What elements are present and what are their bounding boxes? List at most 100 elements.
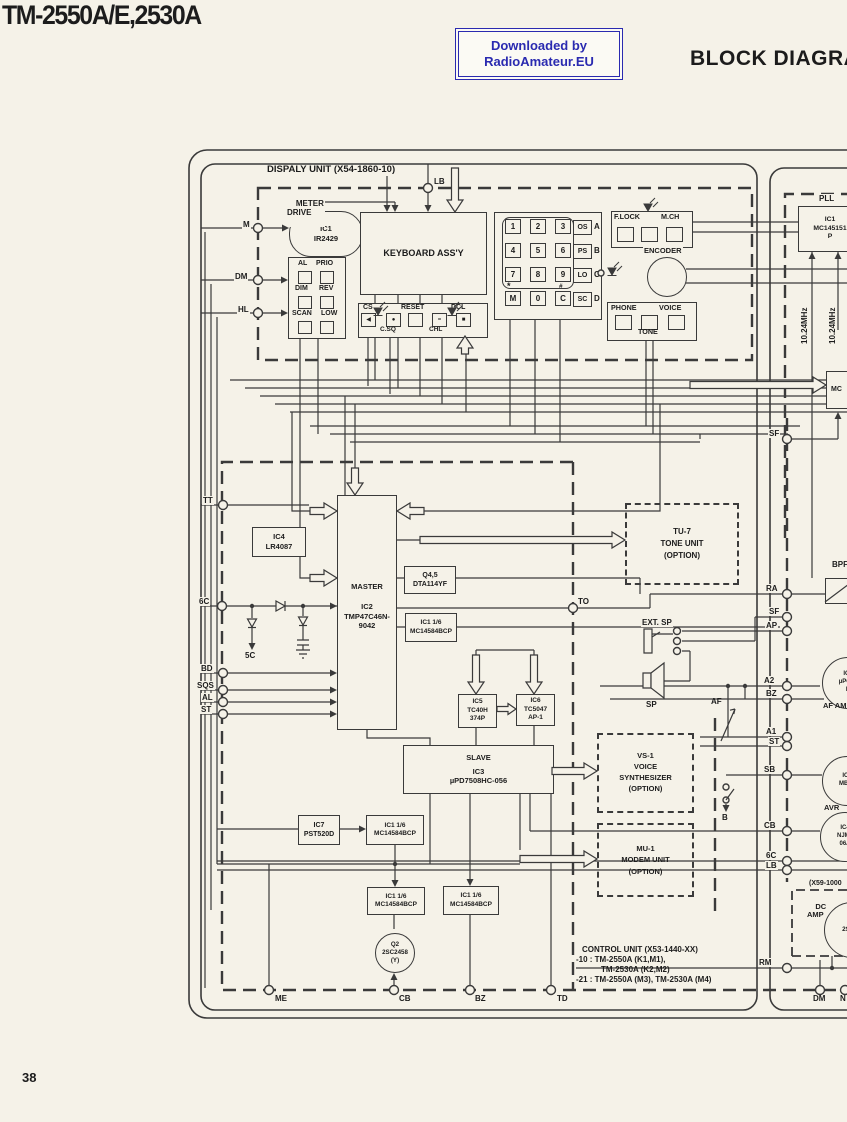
btn-dcl-label: DCL (451, 304, 466, 311)
watermark-line2: RadioAmateur.EU (484, 54, 594, 69)
pin-lb: LB (433, 177, 446, 187)
key-3[interactable]: 3 (555, 219, 571, 234)
pin-me: ME (274, 994, 288, 1004)
pin-lb-r: LB (765, 861, 778, 871)
key-0[interactable]: 0 (530, 291, 546, 306)
btn-cs-label: CS (363, 304, 373, 311)
pin-bz: BZ (474, 994, 487, 1004)
btn-reset-label: RESET (401, 304, 425, 311)
af-amp-label: AF AMP (823, 701, 847, 710)
fn-box-scan (288, 257, 346, 339)
keypad-row-c: C (594, 270, 600, 279)
btn-dim[interactable] (298, 296, 312, 309)
pin-6c-r: 6C (765, 851, 778, 861)
page-number: 38 (22, 1070, 37, 1085)
btn-dcl[interactable]: ■ (456, 313, 471, 327)
key-9[interactable]: 9 (555, 267, 571, 282)
btn-low-label: LOW (321, 310, 338, 317)
pin-sb: SB (763, 765, 777, 775)
btn-voice-label: VOICE (659, 303, 682, 312)
key-star-label: * (507, 281, 511, 291)
btn-scan[interactable] (298, 321, 312, 334)
btn-voice[interactable] (668, 315, 685, 330)
key-ps[interactable]: PS (573, 244, 592, 259)
af-pot-label: AF (711, 697, 722, 706)
key-4[interactable]: 4 (505, 243, 521, 258)
key-m[interactable]: M (505, 291, 521, 306)
btn-phone[interactable] (615, 315, 632, 330)
pin-al: AL (201, 693, 214, 703)
xtal2-label: 10.24MHz (828, 307, 837, 344)
btn-chl[interactable]: = (432, 313, 447, 327)
btn-prio[interactable] (320, 271, 334, 284)
sp-label: SP (646, 700, 657, 709)
btn-rev-label: REV (319, 285, 334, 292)
pin-hl: HL (237, 305, 250, 315)
page-title: TM-2550A/E,2530A (2, 0, 202, 30)
btn-mch-label: M.CH (661, 212, 680, 221)
bpf-label: BPF (832, 560, 847, 569)
control-unit-title: CONTROL UNIT (X53-1440-XX) (582, 945, 698, 954)
pin-to: TO (577, 597, 590, 607)
pin-dm: DM (234, 272, 249, 282)
key-2[interactable]: 2 (530, 219, 546, 234)
pin-a1: A1 (765, 727, 778, 737)
encoder-knob[interactable] (647, 257, 687, 297)
bpf-box (825, 578, 847, 604)
btn-dim-label: DIM (295, 285, 308, 292)
btn-mch-led[interactable] (641, 227, 658, 242)
pin-ap: AP (765, 621, 779, 631)
pin-cb-r: CB (763, 821, 777, 831)
pin-tt: TT (202, 496, 214, 506)
key-6[interactable]: 6 (555, 243, 571, 258)
ext-sp-label: EXT. SP (641, 618, 673, 628)
control-unit-note-10: -10 : TM-2550A (K1,M1), (576, 955, 666, 964)
pin-sf-top: SF (768, 429, 781, 439)
master-cpu-box: MASTER IC2 TMP47C46N- 9042 (337, 495, 397, 730)
btn-mch[interactable] (666, 227, 683, 242)
key-os[interactable]: OS (573, 220, 592, 235)
label-5c: 5C (245, 651, 256, 660)
pin-bd: BD (200, 664, 214, 674)
keypad-row-a: A (594, 222, 600, 231)
keypad-row-d: D (594, 294, 600, 303)
key-sc[interactable]: SC (573, 292, 592, 307)
btn-rev[interactable] (320, 296, 334, 309)
slave-cpu-box: SLAVE IC3 µPD7508HC-056 (403, 745, 554, 794)
display-unit-title: DISPALY UNIT (X54-1860-10) (266, 164, 397, 176)
btn-prio-label: PRIO (316, 260, 334, 267)
keyboard-assy-box: KEYBOARD ASS'Y (360, 212, 487, 295)
btn-al-label: AL (298, 260, 308, 267)
diagram-heading: BLOCK DIAGRAM (690, 47, 847, 70)
btn-low[interactable] (320, 321, 334, 334)
key-5[interactable]: 5 (530, 243, 546, 258)
btn-cs[interactable]: ◀ (361, 313, 376, 327)
pin-dm-r: DM (812, 994, 827, 1004)
btn-al[interactable] (298, 271, 312, 284)
key-c[interactable]: C (555, 291, 571, 306)
key-7[interactable]: 7 (505, 267, 521, 282)
key-1[interactable]: 1 (505, 219, 521, 234)
btn-flock[interactable] (617, 227, 634, 242)
btn-tone-label: TONE (638, 327, 658, 336)
control-unit-note-10b: TM-2530A (K2,M2) (601, 965, 670, 974)
btn-reset[interactable] (408, 313, 423, 327)
btn-chl-label: CHL (429, 326, 443, 333)
btn-csq-label: C.SQ (380, 326, 396, 333)
watermark-badge: Downloaded by RadioAmateur.EU (455, 28, 623, 80)
pin-bz-r: BZ (765, 689, 778, 699)
avr-label: AVR (824, 803, 840, 812)
key-lo[interactable]: LO (573, 268, 592, 283)
key-8[interactable]: 8 (530, 267, 546, 282)
btn-csq[interactable]: ● (386, 313, 401, 327)
